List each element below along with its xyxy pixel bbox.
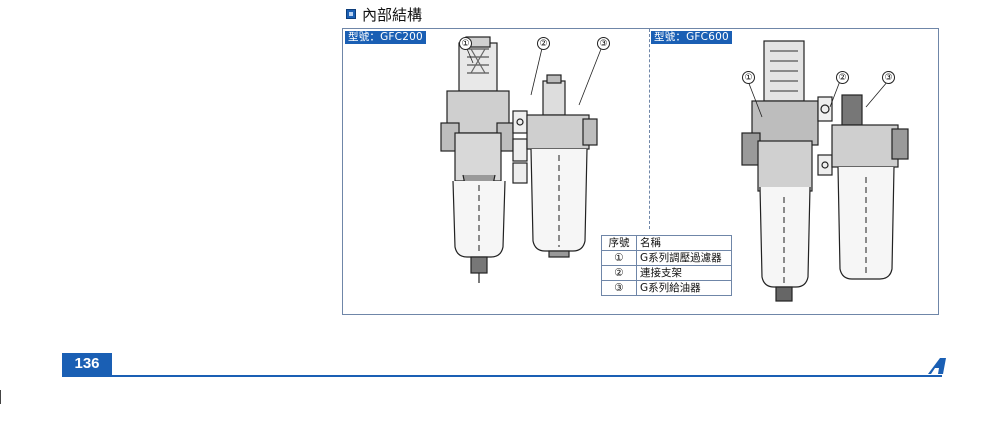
square-bullet-icon xyxy=(346,9,356,19)
callout-1: ① xyxy=(742,71,755,84)
gfc600-cross-section-diagram: ① ② ③ xyxy=(738,37,928,311)
column-header-number: 序號 xyxy=(601,235,637,251)
model-label-gfc600: 型號：GFC600 xyxy=(651,31,732,44)
page-number: 136 xyxy=(62,353,112,375)
gfc600-drawing xyxy=(741,40,909,302)
part-name: 連接支架 xyxy=(636,265,732,281)
part-number: ① xyxy=(601,250,637,266)
section-title: 內部結構 xyxy=(362,5,423,24)
gfc200-cross-section-diagram: ① ② ③ xyxy=(433,35,633,289)
callout-3: ③ xyxy=(597,37,610,50)
panel-divider xyxy=(649,29,650,229)
gfc200-drawing xyxy=(440,36,604,283)
footer-rule xyxy=(62,375,942,377)
part-number: ③ xyxy=(601,280,637,296)
table-row: ② 連接支架 xyxy=(601,265,732,281)
parts-table: 序號 名稱 ① G系列調壓過濾器 ② 連接支架 ③ G系列給油器 xyxy=(601,235,732,296)
internal-structure-panel: 型號：GFC200 型號：GFC600 xyxy=(342,28,939,315)
table-row: ① G系列調壓過濾器 xyxy=(601,250,732,266)
part-number: ② xyxy=(601,265,637,281)
table-row: ③ G系列給油器 xyxy=(601,280,732,296)
callout-3: ③ xyxy=(882,71,895,84)
table-header-row: 序號 名稱 xyxy=(601,235,732,251)
callout-2: ② xyxy=(537,37,550,50)
page-edge-mark xyxy=(0,390,1,404)
model-label-gfc200: 型號：GFC200 xyxy=(345,31,426,44)
brand-logo-icon xyxy=(928,358,946,374)
part-name: G系列調壓過濾器 xyxy=(636,250,732,266)
column-header-name: 名稱 xyxy=(636,235,732,251)
part-name: G系列給油器 xyxy=(636,280,732,296)
callout-2: ② xyxy=(836,71,849,84)
callout-1: ① xyxy=(459,37,472,50)
section-heading: 內部結構 xyxy=(346,4,422,24)
